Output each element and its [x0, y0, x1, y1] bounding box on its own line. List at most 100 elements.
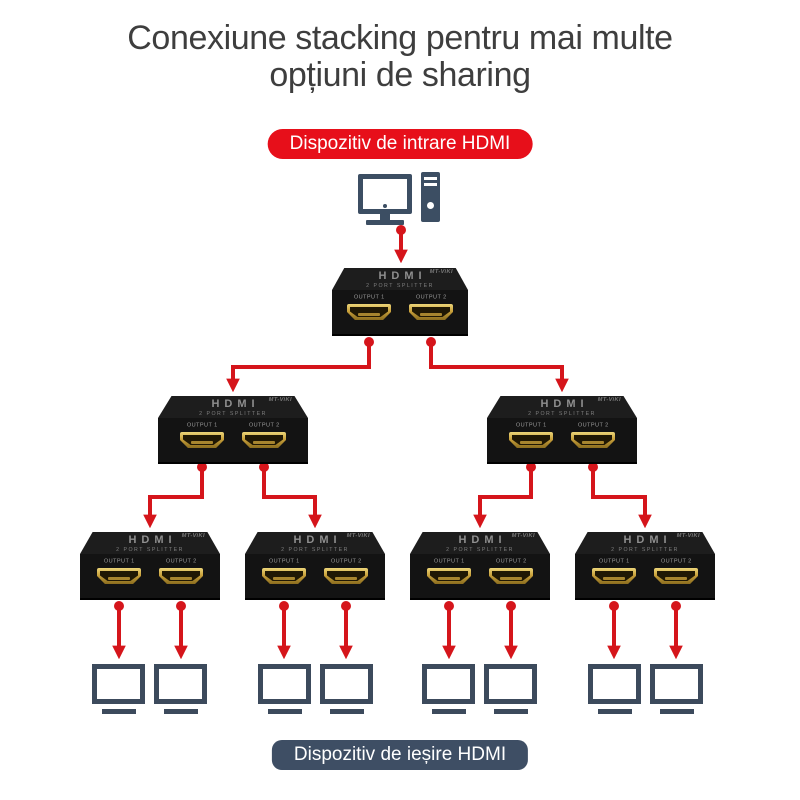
hdmi-port-icon — [262, 568, 306, 584]
hdmi-port-pins — [335, 577, 357, 580]
hdmi-port-icon — [571, 432, 615, 448]
hdmi-splitter-box: MT-ViKI HDMI 2 PORT SPLITTER OUTPUT 1 OU… — [245, 532, 385, 600]
tower-drive-slot — [424, 177, 437, 180]
hdmi-port-icon — [242, 432, 286, 448]
output-port-2-label: OUTPUT 2 — [248, 422, 280, 429]
hdmi-port-socket — [492, 571, 530, 581]
hdmi-splitter-box: MT-ViKI HDMI 2 PORT SPLITTER OUTPUT 1 OU… — [487, 396, 637, 464]
output-port-1: OUTPUT 1 — [262, 557, 306, 598]
hdmi-port-socket — [595, 571, 633, 581]
hdmi-port-pins — [500, 577, 522, 580]
arrow-splitter2-out1 — [143, 467, 204, 529]
connection-start-dots — [114, 225, 681, 611]
output-port-1-label: OUTPUT 1 — [353, 294, 385, 301]
arrow-splitter3-out1 — [473, 467, 533, 529]
monitor-icon — [154, 664, 207, 716]
hdmi-port-socket — [162, 571, 200, 581]
monitor-base — [164, 709, 198, 714]
splitter-model-label: HDMI — [211, 398, 260, 410]
hdmi-port-socket — [412, 307, 450, 317]
arrow-splitter1-out2 — [429, 342, 569, 393]
monitor-icon — [422, 664, 475, 716]
output-port-2-label: OUTPUT 2 — [660, 558, 692, 565]
output-port-2: OUTPUT 2 — [324, 557, 368, 598]
monitor-icon — [258, 664, 311, 716]
output-port-1: OUTPUT 1 — [180, 421, 224, 462]
splitter-subtitle-label: 2 PORT SPLITTER — [281, 547, 349, 553]
brand-logo: MT-ViKI — [597, 397, 621, 403]
hdmi-splitter-box: MT-ViKI HDMI 2 PORT SPLITTER OUTPUT 1 OU… — [80, 532, 220, 600]
monitor-screen — [650, 664, 703, 704]
output-port-2-label: OUTPUT 2 — [330, 558, 362, 565]
hdmi-port-icon — [509, 432, 553, 448]
arrow-splitter3-out2 — [591, 467, 652, 529]
splitter-top-face: MT-ViKI HDMI 2 PORT SPLITTER — [410, 532, 550, 554]
splitter-model-label: HDMI — [623, 534, 672, 546]
brand-logo: MT-ViKI — [676, 533, 700, 539]
monitor-icon — [92, 664, 145, 716]
hdmi-port-pins — [582, 441, 604, 444]
splitter-model-label: HDMI — [293, 534, 342, 546]
monitor-base — [102, 709, 136, 714]
splitter-subtitle-label: 2 PORT SPLITTER — [116, 547, 184, 553]
splitter-subtitle-label: 2 PORT SPLITTER — [446, 547, 514, 553]
monitor-screen — [422, 664, 475, 704]
splitter-front-face: OUTPUT 1 OUTPUT 2 — [80, 554, 220, 600]
monitor-screen — [484, 664, 537, 704]
splitter-top-face: MT-ViKI HDMI 2 PORT SPLITTER — [332, 268, 468, 290]
hdmi-port-pins — [273, 577, 295, 580]
monitor-screen — [154, 664, 207, 704]
splitter-subtitle-label: 2 PORT SPLITTER — [611, 547, 679, 553]
output-port-2: OUTPUT 2 — [242, 421, 286, 462]
computer-monitor-logo-dot — [383, 204, 387, 208]
output-port-2: OUTPUT 2 — [654, 557, 698, 598]
output-port-1-label: OUTPUT 1 — [186, 422, 218, 429]
hdmi-port-icon — [97, 568, 141, 584]
hdmi-port-pins — [520, 441, 542, 444]
output-port-1-label: OUTPUT 1 — [598, 558, 630, 565]
splitter-front-face: OUTPUT 1 OUTPUT 2 — [410, 554, 550, 600]
computer-monitor-base — [366, 220, 404, 225]
hdmi-port-pins — [420, 313, 442, 316]
splitter-model-label: HDMI — [128, 534, 177, 546]
computer-monitor-stand — [380, 214, 390, 220]
input-device-badge-label: Dispozitiv de intrare HDMI — [289, 133, 511, 154]
page-title: Conexiune stacking pentru mai multe opți… — [0, 20, 800, 94]
hdmi-port-socket — [574, 435, 612, 445]
hdmi-port-socket — [245, 435, 283, 445]
monitor-icon — [320, 664, 373, 716]
output-port-2: OUTPUT 2 — [489, 557, 533, 598]
splitter-model-label: HDMI — [378, 270, 427, 282]
splitter-subtitle-label: 2 PORT SPLITTER — [366, 283, 434, 289]
output-port-1: OUTPUT 1 — [509, 421, 553, 462]
splitter-front-face: OUTPUT 1 OUTPUT 2 — [487, 418, 637, 464]
hdmi-port-pins — [438, 577, 460, 580]
hdmi-port-socket — [512, 435, 550, 445]
output-port-1: OUTPUT 1 — [347, 293, 391, 334]
output-port-1-label: OUTPUT 1 — [433, 558, 465, 565]
monitor-screen — [320, 664, 373, 704]
hdmi-port-pins — [603, 577, 625, 580]
hdmi-port-pins — [665, 577, 687, 580]
hdmi-port-pins — [253, 441, 275, 444]
computer-tower-icon — [421, 172, 440, 222]
output-device-badge-label: Dispozitiv de ieșire HDMI — [293, 744, 507, 765]
splitter-top-face: MT-ViKI HDMI 2 PORT SPLITTER — [245, 532, 385, 554]
splitter-front-face: OUTPUT 1 OUTPUT 2 — [245, 554, 385, 600]
monitor-icon — [484, 664, 537, 716]
splitter-top-face: MT-ViKI HDMI 2 PORT SPLITTER — [158, 396, 308, 418]
output-port-1: OUTPUT 1 — [427, 557, 471, 598]
hdmi-port-pins — [108, 577, 130, 580]
splitter-front-face: OUTPUT 1 OUTPUT 2 — [332, 290, 468, 336]
monitor-base — [432, 709, 466, 714]
hdmi-port-socket — [183, 435, 221, 445]
monitor-icon — [650, 664, 703, 716]
arrow-splitter2-out2 — [262, 467, 322, 529]
hdmi-port-socket — [350, 307, 388, 317]
hdmi-port-socket — [327, 571, 365, 581]
hdmi-splitter-box: MT-ViKI HDMI 2 PORT SPLITTER OUTPUT 1 OU… — [575, 532, 715, 600]
splitter-subtitle-label: 2 PORT SPLITTER — [199, 411, 267, 417]
brand-logo: MT-ViKI — [181, 533, 205, 539]
hdmi-port-socket — [100, 571, 138, 581]
